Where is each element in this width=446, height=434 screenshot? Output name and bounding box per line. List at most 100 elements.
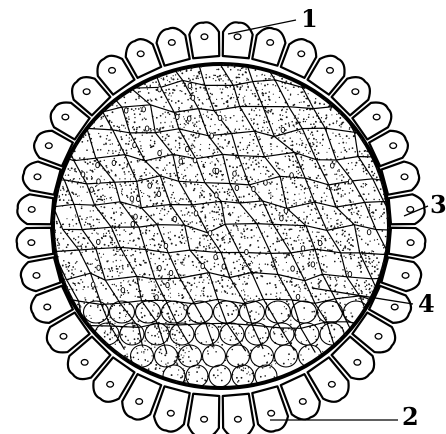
- outer-cell-nucleus: [81, 360, 88, 366]
- inner-nucleus: [208, 231, 212, 236]
- inner-nucleus: [184, 305, 188, 310]
- outer-cell: [23, 162, 61, 195]
- inner-nucleus: [318, 241, 322, 246]
- inner-nucleus: [158, 265, 162, 270]
- outer-cell: [157, 28, 190, 66]
- inner-nucleus: [215, 193, 219, 198]
- inner-nucleus: [218, 115, 222, 120]
- inner-nucleus: [210, 133, 214, 138]
- inner-nucleus: [281, 127, 285, 132]
- outer-cell-nucleus: [201, 416, 208, 422]
- inner-nucleus: [169, 270, 173, 275]
- outer-cell-nucleus: [375, 333, 382, 339]
- outer-cell-nucleus: [354, 360, 361, 366]
- inner-nucleus: [233, 171, 237, 176]
- label-3: 3: [430, 190, 446, 219]
- outer-cell-nucleus: [407, 207, 414, 213]
- outer-cell-nucleus: [34, 174, 41, 180]
- outer-cell-nucleus: [168, 40, 175, 46]
- outer-cell: [189, 22, 219, 58]
- outer-cell-nucleus: [201, 34, 208, 40]
- outer-cell-nucleus: [136, 399, 143, 405]
- inner-nucleus: [193, 158, 197, 163]
- inner-nucleus: [112, 160, 116, 165]
- inner-nucleus: [136, 196, 140, 201]
- outer-cell-nucleus: [407, 240, 414, 246]
- outer-cell-nucleus: [28, 240, 35, 246]
- inner-nucleus: [131, 222, 135, 227]
- outer-cell-nucleus: [167, 410, 174, 416]
- outer-cell: [381, 257, 421, 291]
- inner-nucleus: [155, 295, 159, 300]
- outer-cell-nucleus: [83, 89, 90, 95]
- outer-cell: [21, 257, 61, 291]
- inner-nucleus: [186, 147, 190, 152]
- inner-nucleus: [176, 114, 180, 119]
- inner-nucleus: [91, 282, 95, 287]
- inner-nucleus: [235, 185, 239, 190]
- inner-nucleus: [130, 196, 134, 201]
- inner-nucleus: [191, 95, 195, 100]
- inner-nucleus: [188, 83, 192, 88]
- outer-cell-nucleus: [391, 304, 398, 310]
- inner-nucleus: [97, 265, 101, 270]
- inner-nucleus: [142, 107, 146, 112]
- inner-nucleus: [187, 116, 191, 121]
- outer-cell-nucleus: [373, 114, 380, 120]
- outer-cell-nucleus: [235, 416, 242, 422]
- inner-nucleus: [301, 246, 305, 251]
- outer-cell: [252, 28, 285, 66]
- label-1: 1: [301, 4, 318, 33]
- outer-cell-nucleus: [234, 34, 241, 40]
- outer-cell-nucleus: [28, 207, 35, 213]
- outer-cell: [252, 386, 288, 431]
- outer-cell-nucleus: [352, 89, 359, 95]
- inner-nucleus: [97, 239, 101, 244]
- inner-nucleus: [348, 272, 352, 277]
- outer-cell-nucleus: [402, 273, 409, 279]
- inner-nucleus: [194, 211, 198, 216]
- outer-cell-nucleus: [107, 382, 114, 388]
- inner-nucleus: [311, 262, 315, 267]
- inner-nucleus: [148, 183, 152, 188]
- outer-cell: [223, 394, 254, 434]
- inner-nucleus: [290, 173, 294, 178]
- inner-nucleus: [134, 214, 138, 219]
- outer-cell-nucleus: [328, 382, 335, 388]
- inner-nucleus: [348, 179, 352, 184]
- outer-cell-nucleus: [268, 410, 275, 416]
- outer-cell-nucleus: [401, 174, 408, 180]
- inner-nucleus: [214, 255, 218, 260]
- inner-nucleus: [166, 283, 170, 288]
- outer-cell-nucleus: [267, 40, 274, 46]
- outer-cell-nucleus: [33, 273, 40, 279]
- outer-cell-nucleus: [390, 143, 397, 149]
- inner-nucleus: [331, 163, 335, 168]
- outer-cell: [223, 22, 253, 58]
- outer-cell-nucleus: [137, 51, 144, 57]
- outer-cell-nucleus: [60, 333, 67, 339]
- inner-nucleus: [133, 143, 137, 148]
- outer-cell-nucleus: [298, 51, 305, 57]
- label-2: 2: [402, 402, 419, 431]
- inner-nucleus: [296, 294, 300, 299]
- outer-cell-nucleus: [44, 304, 51, 310]
- inner-nucleus: [121, 288, 125, 293]
- outer-cell: [188, 394, 219, 434]
- inner-nucleus: [158, 87, 162, 92]
- outer-cell-nucleus: [109, 68, 116, 74]
- inner-nucleus: [81, 172, 85, 177]
- inner-nucleus: [291, 266, 295, 271]
- outer-cell: [381, 162, 419, 195]
- label-4: 4: [418, 289, 435, 318]
- inner-nucleus: [179, 159, 183, 164]
- outer-cell-nucleus: [327, 68, 334, 74]
- inner-nucleus: [284, 208, 288, 213]
- inner-nucleus: [367, 230, 371, 235]
- inner-nucleus: [164, 243, 168, 248]
- inner-nucleus: [252, 186, 256, 191]
- inner-nucleus: [280, 216, 284, 221]
- inner-nucleus: [264, 180, 268, 185]
- outer-cell-nucleus: [62, 114, 69, 120]
